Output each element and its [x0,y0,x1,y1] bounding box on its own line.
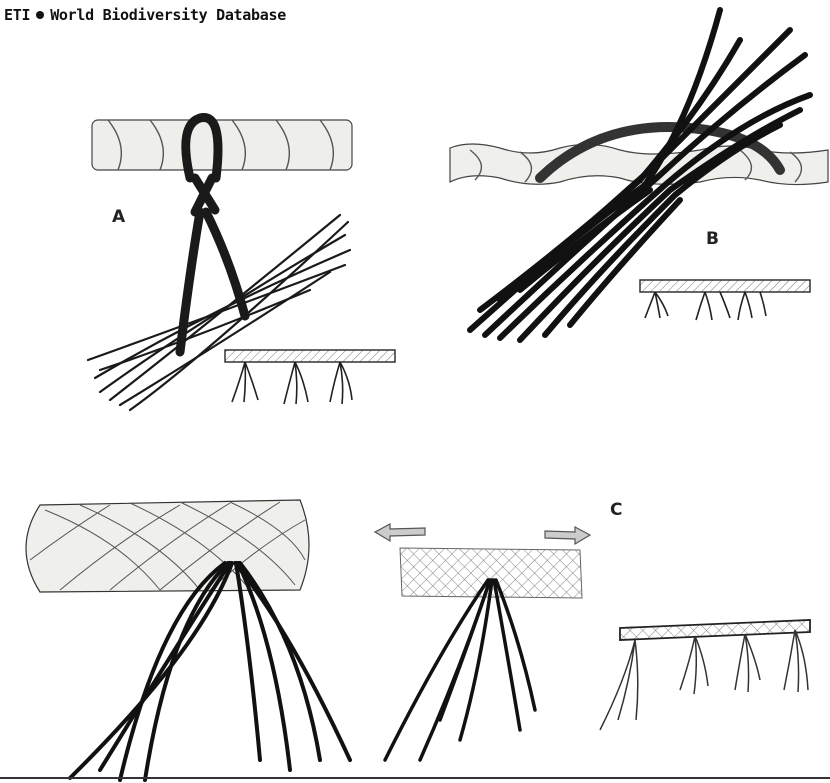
panel-c-illustration [26,500,810,780]
sleeve-c [26,500,309,592]
small-line-b [640,280,810,320]
small-line-c [600,620,810,730]
strands-c [70,563,350,780]
small-line-a [225,350,395,404]
panel-b-illustration [450,10,828,340]
label-c: C [610,500,622,520]
strands-c-center [385,580,535,760]
arrow-right-icon [545,527,590,544]
label-a: A [112,207,126,227]
panel-a-illustration [88,118,395,411]
label-b: B [706,229,719,249]
arrow-left-icon [375,524,425,541]
